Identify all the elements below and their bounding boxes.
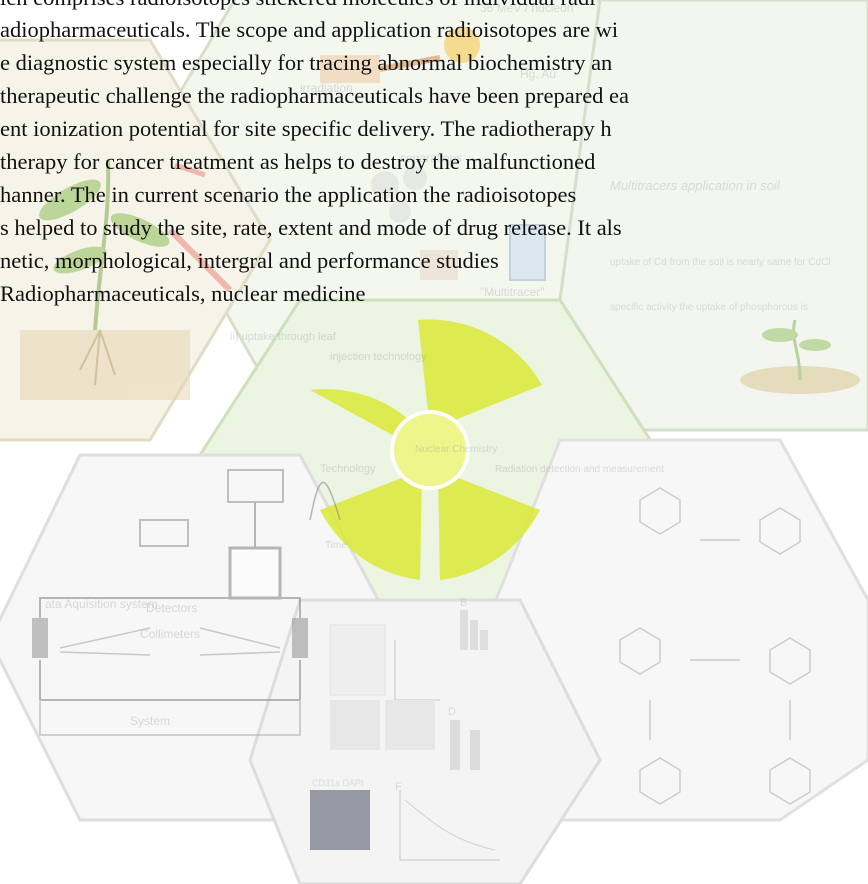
- detectors-label: Detectors: [146, 601, 197, 615]
- system-label: System: [130, 714, 170, 728]
- multitracer-label: "Multitracer": [480, 285, 545, 299]
- abstract-line-7: hanner. The in current scenario the appl…: [0, 182, 577, 207]
- trefoil-labels: Nuclear Chemistry Technology Radiation d…: [320, 444, 664, 475]
- technology-label: Technology: [320, 463, 376, 475]
- radiation-detection-label: Radiation detection and measurement: [495, 464, 664, 475]
- cd-uptake-label: uptake of Cd from the soil is nearly sam…: [610, 257, 831, 268]
- collimeters-label: Collimeters: [140, 627, 200, 641]
- separations-label: separations: [400, 151, 462, 165]
- abstract-line-5: ent ionization potential for site specif…: [0, 116, 612, 141]
- uptake-label: ii) uptake through leaf: [230, 331, 337, 343]
- injection-technology-label: injection technology: [330, 351, 427, 363]
- plant-sketch: [20, 159, 233, 400]
- figure-panels: B D F CD31a DAPI: [310, 597, 500, 861]
- nuclear-chemistry-label: Nuclear Chemistry: [415, 444, 497, 455]
- abstract-line-9: netic, morphological, intergral and perf…: [0, 248, 499, 273]
- keywords-line: Radiopharmaceuticals, nuclear medicine: [0, 281, 366, 306]
- multitracers-application-label: Multitracers application in soil: [610, 178, 781, 193]
- chemistry-scheme: [619, 487, 811, 805]
- time-label: Time: [325, 540, 347, 551]
- specific-activity-label: specific activity the uptake of phosphor…: [610, 302, 808, 313]
- panel-f-label: F: [395, 781, 402, 793]
- abstract-line-3: e diagnostic system especially for traci…: [0, 50, 613, 75]
- panel-b-label: B: [460, 597, 467, 609]
- abstract-line-2: adiopharmaceuticals. The scope and appli…: [0, 17, 619, 42]
- hg-au-label: Hg, Au: [520, 67, 556, 81]
- data-acquisition-label: ata Aquisition system: [45, 597, 158, 611]
- mev-label: 36 MeV / nucleon: [480, 1, 573, 15]
- abstract-line-4: therapeutic challenge the radiopharmaceu…: [0, 83, 630, 108]
- abstract-line-8: s helped to study the site, rate, extent…: [0, 215, 622, 240]
- abstract-line-6: therapy for cancer treatment as helps to…: [0, 149, 596, 174]
- cd31-dapi-label: CD31a DAPI: [312, 778, 364, 788]
- radiation-trefoil: [310, 319, 542, 580]
- detection-system-diagram: ata Aquisition system Detectors Collimet…: [32, 469, 347, 736]
- apparatus-sketch: 36 MeV / nucleon irradiation Hg, Au sepa…: [230, 1, 573, 363]
- panel-d-label: D: [448, 706, 456, 718]
- irradiation-label: irradiation: [300, 81, 353, 95]
- abstract-line-1: ich comprises radioisotopes stickered mo…: [0, 0, 595, 12]
- multitracer-text-panel: Multitracers application in soil uptake …: [610, 178, 860, 394]
